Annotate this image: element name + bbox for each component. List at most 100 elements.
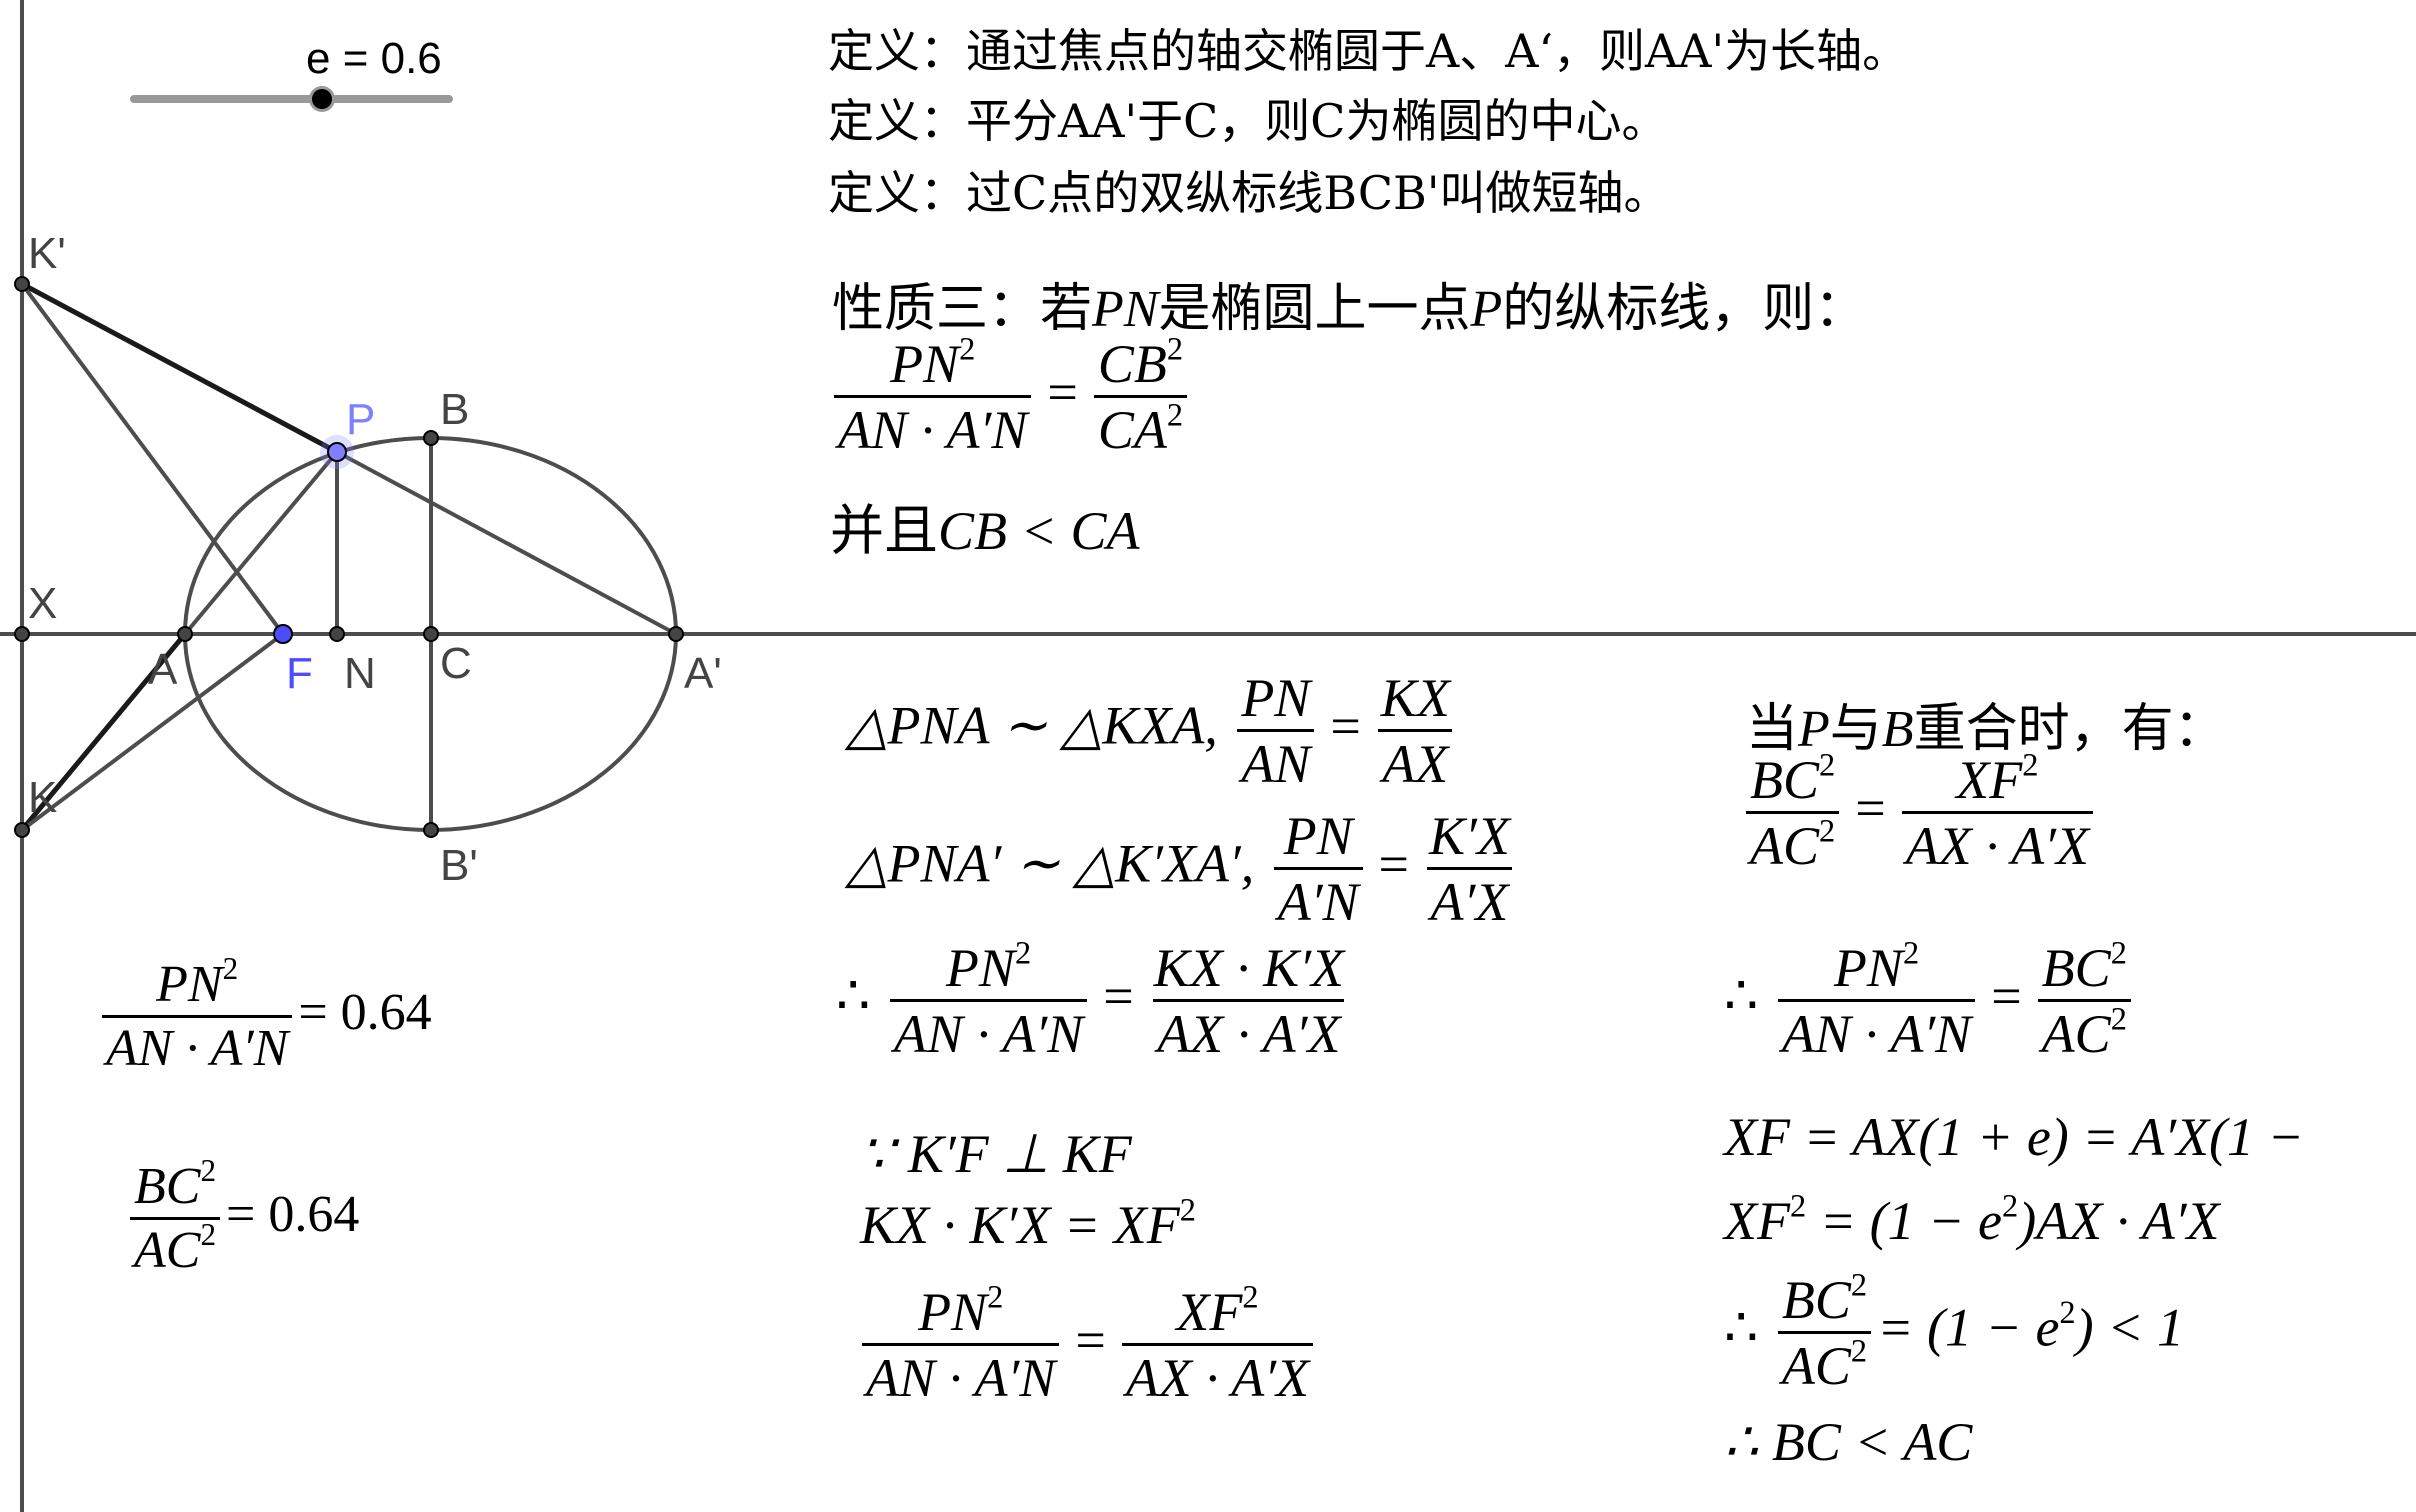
- proof-right-row5: XF2 = (1 − e2)AX · A′X: [1724, 1190, 2220, 1252]
- txt: B: [1881, 701, 1914, 758]
- sup: 2: [1166, 331, 1184, 368]
- point-n[interactable]: [329, 626, 345, 642]
- product-equals: KX · K′X = XF: [860, 1195, 1180, 1255]
- definition-center: 定义：平分AA'于C，则C为椭圆的中心。: [828, 94, 1668, 148]
- txt: 与: [1829, 699, 1882, 759]
- point-x[interactable]: [14, 626, 30, 642]
- den: AN: [1237, 728, 1315, 793]
- rhs-numerator: CB: [1097, 334, 1167, 394]
- num: KX: [1380, 668, 1450, 728]
- similar-triangles-2: △PNA′ ∼ △K′XA′,: [846, 833, 1255, 894]
- property-title: 性质三：若PN是椭圆上一点P的纵标线，则：: [832, 266, 1866, 341]
- den: AC: [2041, 1003, 2111, 1064]
- sup: 2: [200, 1216, 217, 1252]
- point-aprime[interactable]: [668, 626, 684, 642]
- ratio2-value: = 0.64: [226, 1186, 360, 1244]
- num: K′X: [1429, 806, 1510, 866]
- sup: 2: [222, 951, 239, 987]
- segment-p-aprime[interactable]: [336, 450, 677, 636]
- segment-kprime-p[interactable]: [20, 281, 339, 455]
- segment-a-p[interactable]: [183, 450, 339, 636]
- sup: 2: [987, 1279, 1004, 1316]
- ratio2-num: BC: [134, 1158, 201, 1215]
- sup: 2: [1850, 1333, 1868, 1370]
- label-n: N: [344, 649, 376, 698]
- definition-minor-axis: 定义：过C点的双纵标线BCB'叫做短轴。: [828, 166, 1670, 220]
- den: AX: [1378, 728, 1453, 793]
- txt: P: [1798, 701, 1830, 758]
- ratio2-den: AC: [134, 1221, 201, 1279]
- ratio1-value: = 0.64: [298, 984, 432, 1042]
- slider-label: e = 0.6: [306, 34, 442, 83]
- label-f: F: [286, 649, 313, 698]
- proof-right-row1: 当P与B重合时，有：: [1746, 686, 2226, 761]
- den: AX · A′X: [1153, 998, 1345, 1063]
- proof-mid-row5: KX · K′X = XF2: [860, 1194, 1196, 1256]
- den: AN · A′N: [1777, 998, 1976, 1063]
- sup: 2: [2059, 1294, 2076, 1331]
- point-f[interactable]: [273, 624, 293, 644]
- num: BC: [2041, 938, 2111, 998]
- label-kprime: K': [28, 229, 66, 278]
- point-kprime[interactable]: [14, 276, 30, 292]
- ratio1-num: PN: [156, 956, 223, 1013]
- point-k[interactable]: [14, 822, 30, 838]
- num: PN: [1283, 806, 1353, 866]
- num: BC: [1781, 1270, 1851, 1330]
- txt: 重合时，有：: [1913, 699, 2226, 759]
- num: PN: [918, 1282, 988, 1342]
- num: BC: [1750, 750, 1820, 810]
- point-b[interactable]: [423, 430, 439, 446]
- label-c: C: [440, 639, 472, 688]
- den: A′N: [1273, 866, 1363, 931]
- den: AX · A′X: [1901, 810, 2093, 875]
- label-aprime: A': [684, 649, 722, 698]
- sup: 2: [959, 331, 976, 368]
- den: AN · A′N: [889, 998, 1088, 1063]
- label-x: X: [28, 579, 57, 628]
- den: AX · A′X: [1121, 1342, 1314, 1407]
- num: KX · K′X: [1153, 938, 1344, 998]
- num: PN: [1833, 938, 1903, 998]
- therefore-symbol: ∴: [1724, 1297, 1759, 1358]
- segment-kprime-f[interactable]: [20, 282, 285, 636]
- label-k: K: [28, 773, 57, 822]
- sup: 2: [2002, 1188, 2019, 1225]
- point-a[interactable]: [177, 626, 193, 642]
- point-p[interactable]: [327, 442, 347, 462]
- therefore-symbol: ∴: [1724, 965, 1759, 1026]
- lhs-numerator: PN: [890, 334, 960, 394]
- txt: XF: [1724, 1191, 1790, 1251]
- den: AN · A′N: [862, 1342, 1060, 1407]
- label-bprime: B': [440, 841, 478, 890]
- sup: 2: [1789, 1188, 1807, 1225]
- proof-right-row7: ∴ BC < AC: [1724, 1412, 1973, 1472]
- point-bprime[interactable]: [423, 822, 439, 838]
- label-b: B: [440, 385, 469, 434]
- sup: 2: [1166, 397, 1184, 434]
- num: PN: [945, 938, 1015, 998]
- property-title-mid: 是椭圆上一点: [1158, 279, 1471, 339]
- txt: = (1 − e: [1806, 1191, 2003, 1251]
- point-c[interactable]: [423, 626, 439, 642]
- sup: 2: [1902, 935, 1920, 972]
- proof-mid-row4: ∵ K′F ⊥ KF: [860, 1124, 1132, 1184]
- sup: 2: [1242, 1279, 1259, 1316]
- proof-right-row4: XF = AX(1 + e) = A′X(1 −: [1724, 1107, 2304, 1167]
- similar-triangles-1: △PNA ∼ △KXA,: [846, 695, 1218, 756]
- slider-knob[interactable]: [312, 89, 332, 109]
- sup: 2: [2110, 1001, 2127, 1038]
- segment-k-a[interactable]: [20, 632, 187, 832]
- txt: = (1 − e: [1877, 1297, 2060, 1358]
- segment-k-f[interactable]: [20, 632, 285, 832]
- num: XF: [1956, 750, 2023, 810]
